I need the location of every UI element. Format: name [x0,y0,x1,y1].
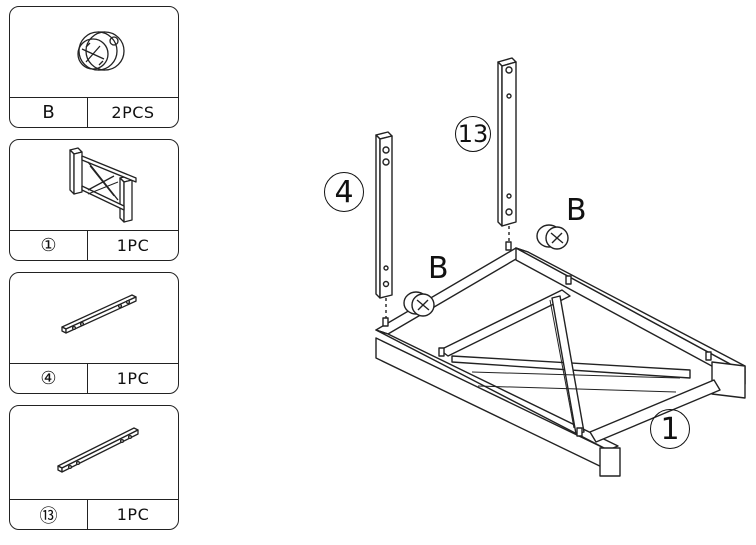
long-leg-icon [10,406,178,500]
short-leg-icon [10,273,178,364]
part-id: B [10,98,88,127]
part-qty: 2PCS [111,103,155,122]
callout-b-left: B [428,251,449,286]
part-card-b: B 2PCS [9,6,179,128]
part-id: ④ [10,364,88,393]
part-id: ① [10,231,88,260]
part-qty: 1PC [116,505,150,524]
part-card-13: ⑬ 1PC [9,405,179,530]
assembly-drawing [375,57,746,477]
part-row: ① 1PC [10,230,178,260]
part-card-1: ① 1PC [9,139,179,261]
assembly-diagram: B B 4 13 1 [190,0,756,541]
callout-part-4: 4 [324,172,364,212]
part-qty: 1PC [116,369,150,388]
base-frame-icon [10,140,178,231]
callout-part-13: 13 [455,116,491,152]
callout-part-1: 1 [650,409,690,449]
part-row: B 2PCS [10,97,178,127]
part-row: ⑬ 1PC [10,499,178,529]
part-qty: 1PC [116,236,150,255]
part-card-4: ④ 1PC [9,272,179,394]
cam-lock-fitting-icon [10,7,178,98]
part-row: ④ 1PC [10,363,178,393]
part-id: ⑬ [10,500,88,529]
parts-list: B 2PCS ① 1PC [0,0,190,541]
callout-b-right: B [566,193,587,228]
